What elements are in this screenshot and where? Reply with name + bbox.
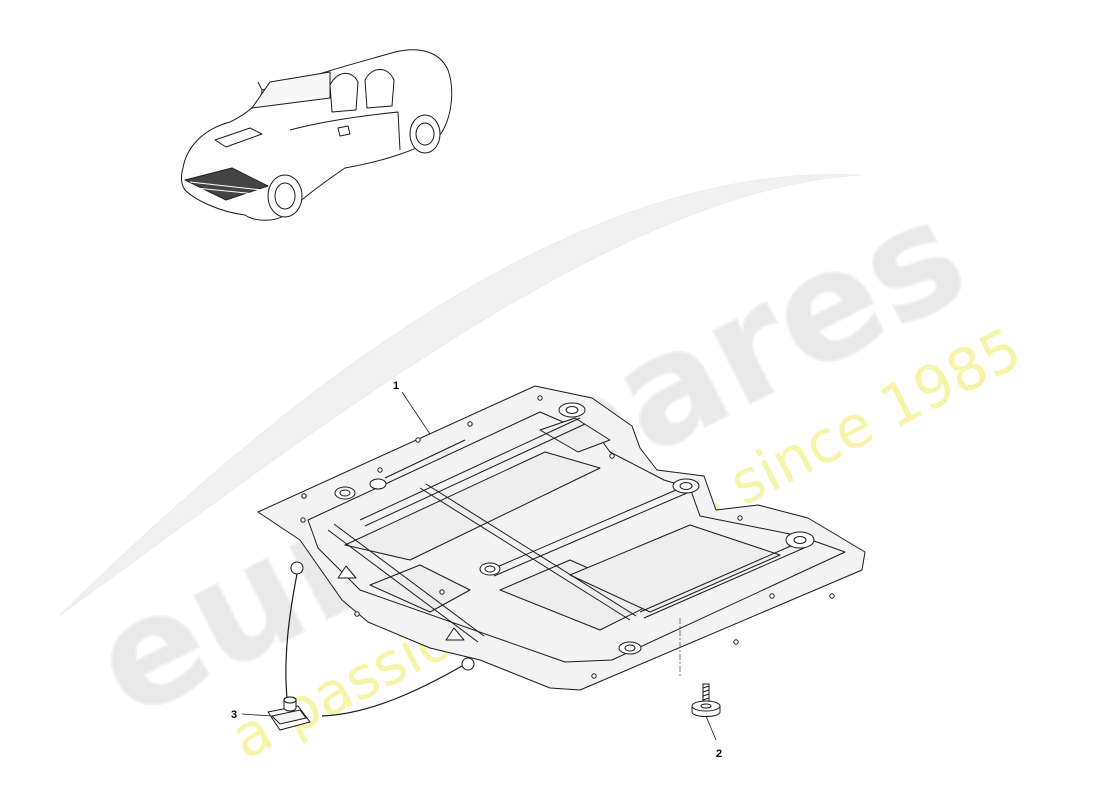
callout-label-1: 1 bbox=[393, 380, 399, 392]
part-3-leader-to-clip-left bbox=[285, 573, 298, 709]
callout-label-3: 3 bbox=[231, 709, 237, 721]
undertray-holes bbox=[300, 395, 835, 679]
part-3-leader-to-clip-front bbox=[321, 665, 463, 717]
car-seat-left bbox=[329, 72, 359, 113]
car-hood-vent bbox=[214, 127, 263, 148]
car-rear-wheel bbox=[409, 114, 441, 154]
vehicle-location-thumbnail bbox=[180, 49, 453, 221]
undertray-recess-4 bbox=[569, 524, 781, 613]
clip-point-left bbox=[290, 561, 304, 575]
undertray-panel bbox=[257, 385, 866, 691]
callout-1: 1 bbox=[393, 380, 431, 435]
car-mirror bbox=[337, 125, 351, 137]
watermark-swoosh bbox=[59, 173, 861, 616]
callout-3: 3 bbox=[231, 709, 273, 721]
car-underbody-highlight bbox=[184, 167, 269, 201]
callout-2: 2 bbox=[705, 715, 722, 760]
undertray-mounting-bosses bbox=[334, 402, 815, 655]
car-door-line bbox=[289, 111, 401, 151]
undertray-ribs bbox=[327, 417, 805, 643]
bolt-part bbox=[691, 683, 721, 717]
undertray-recess-1 bbox=[344, 451, 601, 561]
car-seat-right bbox=[364, 69, 395, 109]
clip-nut-part bbox=[267, 696, 311, 731]
car-front-wheel bbox=[267, 174, 303, 218]
clip-point-front bbox=[461, 657, 475, 671]
car-windshield bbox=[251, 71, 331, 109]
undertray-recess-5 bbox=[539, 417, 611, 453]
undertray-outline bbox=[257, 385, 866, 691]
callout-label-2: 2 bbox=[716, 748, 722, 760]
